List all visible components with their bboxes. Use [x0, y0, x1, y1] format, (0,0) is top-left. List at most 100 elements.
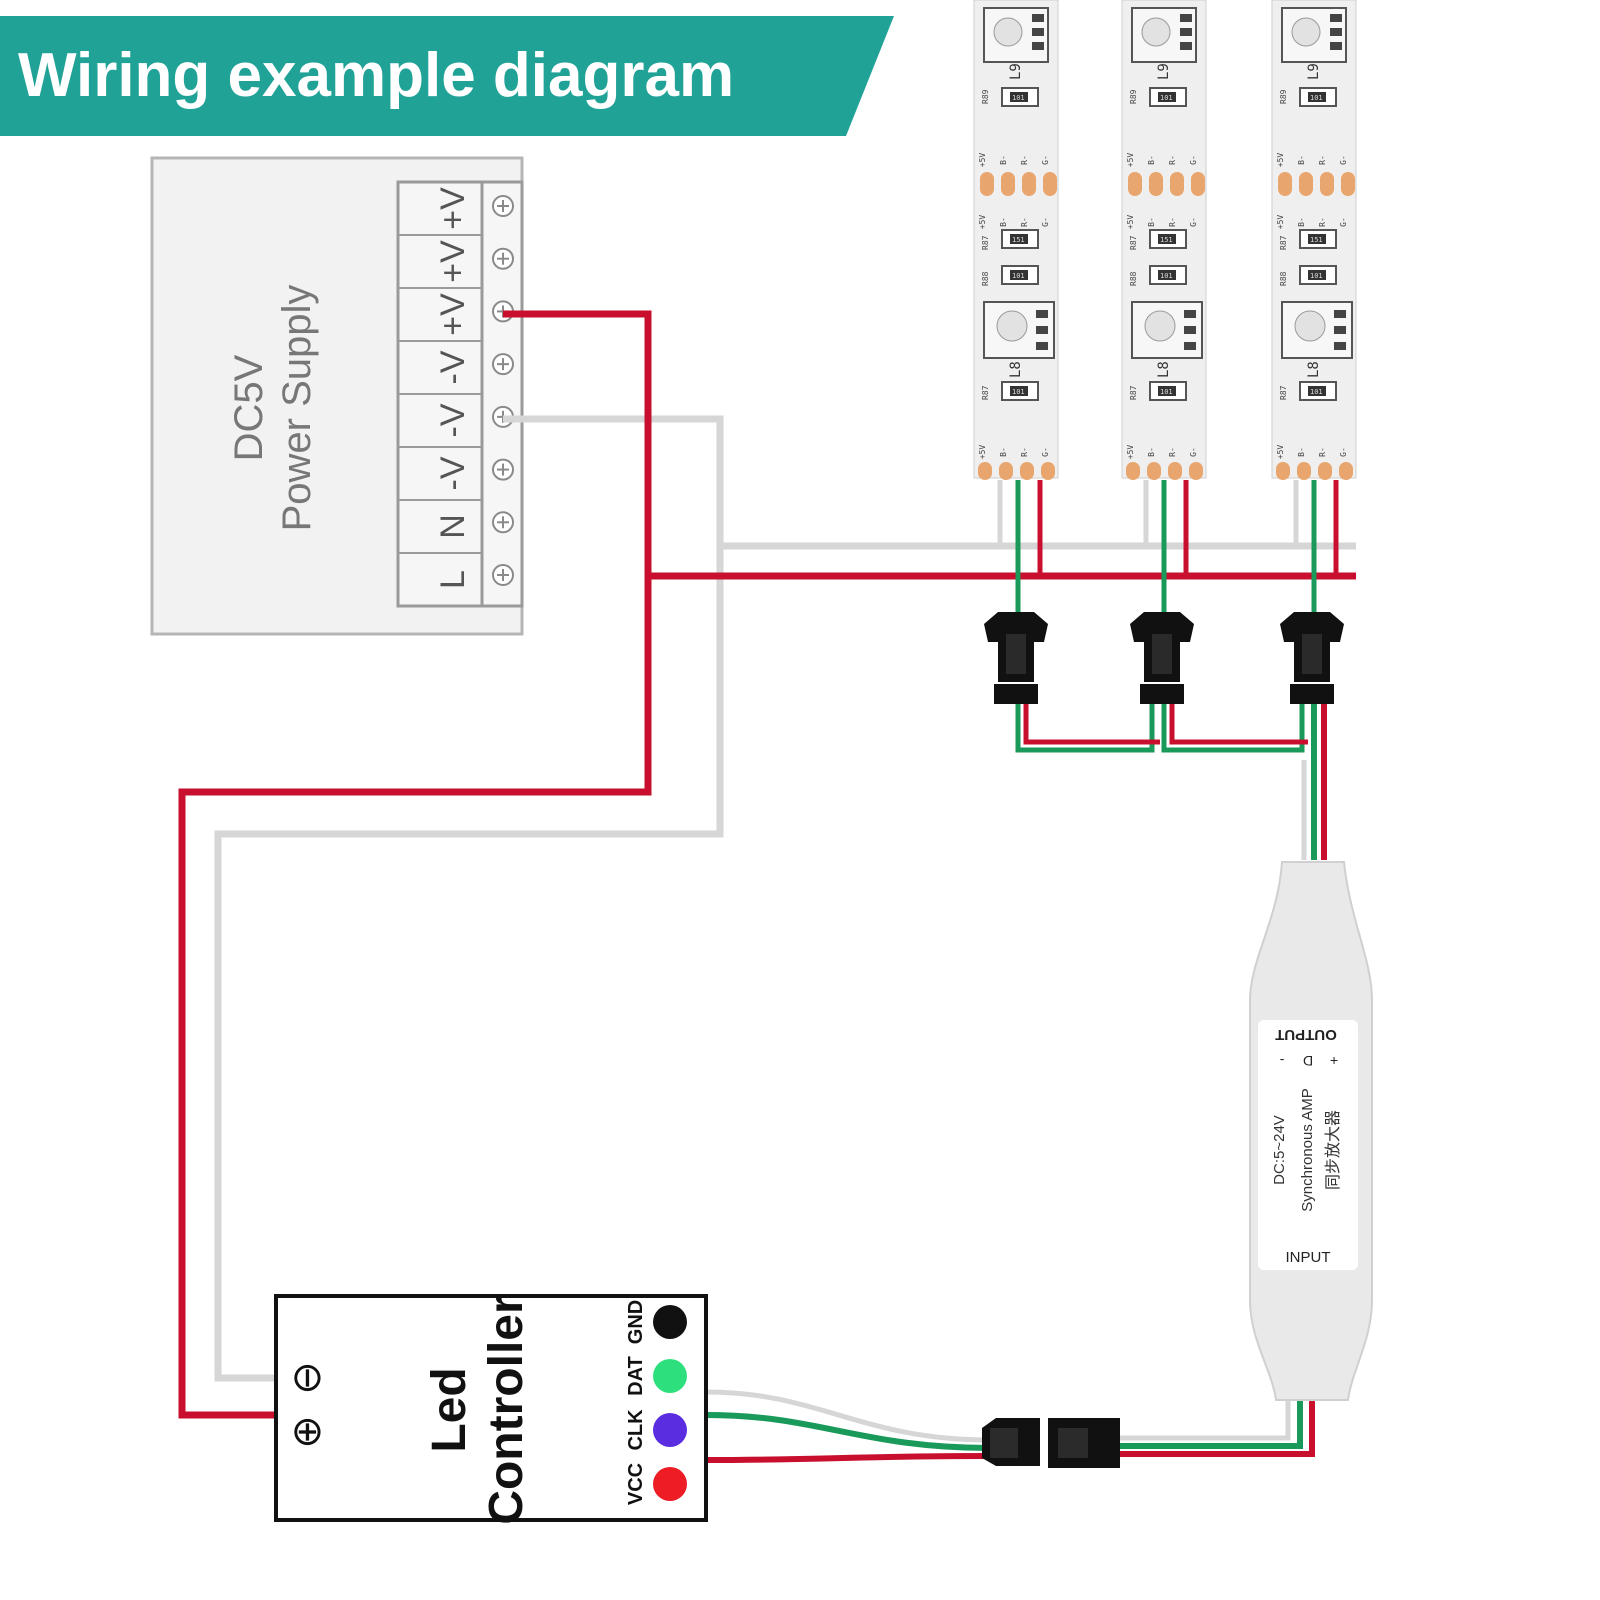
resistor-label: R87: [1279, 385, 1288, 400]
pad-label: +5V: [978, 445, 987, 460]
resistor-label: R89: [1279, 89, 1288, 104]
terminal-label: N: [434, 514, 472, 539]
pad-label: G-: [1189, 217, 1198, 227]
resistor-label: R87: [981, 385, 990, 400]
power-supply-voltage: DC5V: [227, 354, 271, 461]
controller-pins: GND DAT CLK VCC: [625, 1300, 687, 1505]
pad-label: +5V: [1126, 215, 1135, 230]
terminal-screw: [492, 564, 514, 586]
resistor-code: 101: [1012, 94, 1025, 102]
strip-connectors: [984, 612, 1344, 704]
terminal-label: -V: [434, 456, 472, 490]
pad-label: R-: [1020, 217, 1029, 227]
pad-label: +5V: [1276, 153, 1285, 168]
power-supply: DC5V Power Supply LN-V-V-V+V+V+V: [150, 156, 524, 636]
pad-label: R-: [1168, 217, 1177, 227]
pad-label: G-: [1041, 155, 1050, 165]
controller-pin-label: VCC: [625, 1463, 647, 1505]
terminal-screw: [492, 195, 514, 217]
pad-label: G-: [1189, 155, 1198, 165]
controller-title-line1: Led: [423, 1367, 476, 1452]
pad-label: B-: [999, 155, 1008, 165]
resistor-label: R87: [1129, 385, 1138, 400]
terminal-screw: [492, 353, 514, 376]
amplifier-input-label: INPUT: [1286, 1249, 1331, 1266]
led-label: L8: [1008, 361, 1024, 378]
pad-label: B-: [1147, 155, 1156, 165]
strip-connector: [1280, 612, 1344, 704]
pad-label: +5V: [1126, 445, 1135, 460]
controller-pin-dat: DAT: [625, 1356, 687, 1396]
resistor-code: 101: [1310, 272, 1323, 280]
amplifier-name-chinese: 同步放大器: [1324, 1110, 1342, 1190]
pad-label: R-: [1318, 447, 1327, 457]
controller-pin-clk: CLK: [625, 1409, 687, 1451]
amplifier-output-label: OUTPUT: [1275, 1026, 1337, 1043]
led-label: L8: [1306, 361, 1322, 378]
amplifier-pin-minus: -: [1279, 1053, 1284, 1069]
led-label: L9: [1156, 63, 1172, 80]
resistor-label: R87: [981, 235, 990, 250]
controller-pin-label: DAT: [625, 1356, 647, 1396]
pad-label: R-: [1168, 447, 1177, 457]
terminal-label: +V: [434, 187, 472, 230]
resistor-label: R88: [1279, 271, 1288, 286]
pad-label: R-: [1168, 155, 1177, 165]
resistor-label: R89: [981, 89, 990, 104]
amplifier-name: Synchronous AMP: [1299, 1088, 1316, 1211]
strip-connector: [1130, 612, 1194, 704]
title-banner: [0, 16, 894, 136]
pad-label: +5V: [1126, 153, 1135, 168]
controller-pin-dot: [653, 1467, 687, 1501]
terminal-label: -V: [434, 350, 472, 384]
controller-pin-dot: [653, 1413, 687, 1447]
pad-label: G-: [1041, 447, 1050, 457]
pad-label: G-: [1339, 155, 1348, 165]
power-supply-terminal-block: LN-V-V-V+V+V+V: [398, 187, 514, 589]
resistor-label: R88: [1129, 271, 1138, 286]
strip-pigtails: [997, 480, 1339, 620]
pad-label: B-: [1297, 217, 1306, 227]
terminal-label: L: [434, 570, 472, 589]
terminal-screw: [492, 511, 514, 534]
resistor-code: 101: [1160, 272, 1173, 280]
amplifier-voltage-spec: DC:5~24V: [1271, 1115, 1288, 1185]
resistor-code: 101: [1012, 272, 1025, 280]
pad-label: B-: [999, 217, 1008, 227]
resistor-code: 101: [1160, 94, 1173, 102]
controller-pin-vcc: VCC: [625, 1463, 687, 1505]
pad-label: R-: [1020, 447, 1029, 457]
resistor-code: 151: [1160, 236, 1173, 244]
amplifier-pin-data: D: [1303, 1053, 1313, 1069]
controller-minus-terminal: ⊖: [285, 1361, 329, 1395]
pad-label: B-: [1147, 447, 1156, 457]
resistor-code: 101: [1012, 388, 1025, 396]
led-label: L9: [1306, 63, 1322, 80]
amplifier-pin-plus: +: [1330, 1053, 1338, 1069]
resistor-code: 101: [1310, 388, 1323, 396]
controller-pin-dot: [653, 1359, 687, 1393]
positive-wire-main: [178, 310, 652, 1419]
resistor-label: R88: [981, 271, 990, 286]
led-label: L9: [1008, 63, 1024, 80]
pad-label: +5V: [1276, 215, 1285, 230]
pad-label: B-: [1297, 155, 1306, 165]
pad-label: +5V: [1276, 445, 1285, 460]
negative-wire-main: [214, 415, 724, 1382]
pad-label: G-: [1339, 447, 1348, 457]
pad-label: G-: [1041, 217, 1050, 227]
resistor-code: 101: [1160, 388, 1173, 396]
pad-label: G-: [1189, 447, 1198, 457]
terminal-screw: [492, 458, 514, 481]
resistor-code: 151: [1012, 236, 1025, 244]
power-supply-label: Power Supply: [275, 285, 319, 532]
strip-connector: [984, 612, 1048, 704]
pad-label: R-: [1020, 155, 1029, 165]
pad-label: +5V: [978, 153, 987, 168]
controller-pin-gnd: GND: [625, 1300, 687, 1344]
